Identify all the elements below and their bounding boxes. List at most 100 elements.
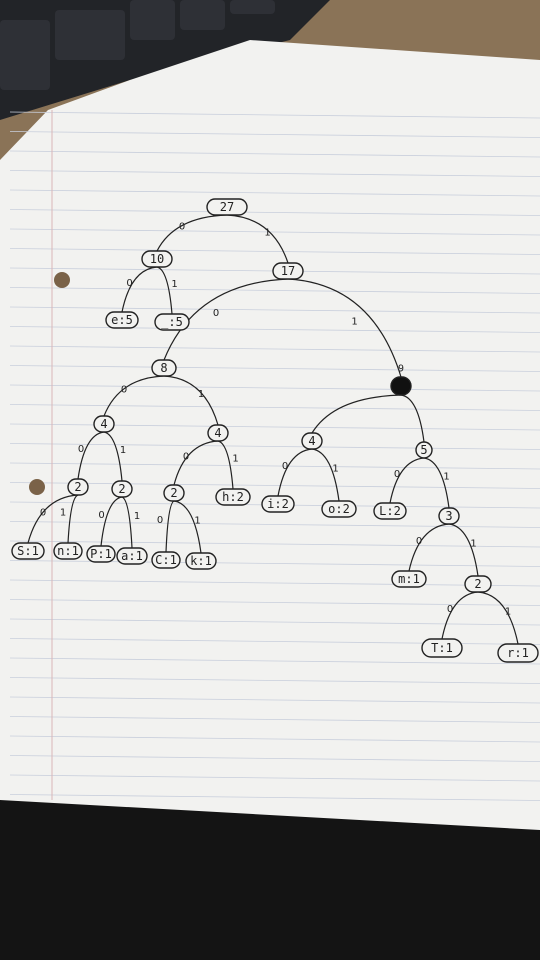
tree-edge <box>423 457 450 509</box>
ruled-line <box>9 579 540 587</box>
tree-node: 8 <box>151 359 177 377</box>
tree-node: 2 <box>163 484 185 502</box>
edge-label: 0 <box>183 452 189 463</box>
node-label: 17 <box>281 264 295 278</box>
node-outline <box>116 547 148 565</box>
node-outline <box>163 484 185 502</box>
tree-node: h:2 <box>215 488 251 506</box>
node-outline <box>206 198 248 216</box>
keyboard-key <box>0 20 50 90</box>
tree-edge <box>173 440 219 486</box>
node-outline <box>421 638 463 658</box>
edge-label: 1 <box>470 539 476 550</box>
tree-node: e:5 <box>105 311 139 329</box>
ruled-line <box>9 696 540 704</box>
edge-label: 1 <box>351 317 357 328</box>
edge-label: 1 <box>505 607 511 618</box>
tree-node: 5 <box>415 441 433 459</box>
ruled-line <box>9 170 540 177</box>
node-outline <box>154 313 190 331</box>
tree-edge <box>173 500 202 554</box>
tree-node: i:2 <box>261 495 295 513</box>
tree-edge <box>77 431 105 480</box>
tree-edge <box>400 394 425 443</box>
keyboard-key <box>180 0 225 30</box>
tree-edge <box>103 375 165 417</box>
tree-node: o:2 <box>321 500 357 518</box>
binder-hole <box>29 479 45 495</box>
node-outline <box>391 570 427 588</box>
ruled-line <box>9 794 540 801</box>
node-outline <box>464 575 492 593</box>
tree-node: 17 <box>272 262 304 280</box>
tree-node: T:1 <box>421 638 463 658</box>
ruled-line <box>9 482 540 489</box>
node-outline <box>321 500 357 518</box>
edge-label: 1 <box>443 472 449 483</box>
edge-label: 1 <box>264 228 270 239</box>
node-outline <box>86 545 116 563</box>
binder-hole <box>54 272 70 288</box>
node-outline <box>67 478 89 496</box>
edge-label: 0 <box>98 510 104 521</box>
tree-node: m:1 <box>391 570 427 588</box>
node-label: L:2 <box>379 504 401 518</box>
node-label: 5 <box>420 443 427 457</box>
ruled-line <box>9 287 540 294</box>
tree-node: 4 <box>301 432 323 450</box>
node-label: 27 <box>220 200 234 214</box>
node-outline <box>207 424 229 442</box>
node-outline <box>390 376 412 396</box>
dark-cloth <box>0 800 540 960</box>
node-outline <box>272 262 304 280</box>
node-outline <box>141 250 173 268</box>
edge-label: 0 <box>78 444 84 455</box>
ruled-line <box>9 365 540 372</box>
ruled-line <box>9 755 540 762</box>
tree-edge <box>121 266 158 313</box>
node-label: o:2 <box>328 502 350 516</box>
tree-edge <box>163 278 289 361</box>
node-label: S:1 <box>17 544 39 558</box>
ruled-line <box>9 677 540 684</box>
ruled-line <box>9 228 540 236</box>
node-label: 4 <box>100 417 107 431</box>
edge-label: 0 <box>40 508 46 519</box>
node-label: m:1 <box>398 572 420 586</box>
ruled-line <box>9 131 540 138</box>
tree-node: 4 <box>93 415 115 433</box>
ruled-line <box>9 716 540 723</box>
ruled-line <box>9 540 540 548</box>
tree-edge <box>217 440 234 490</box>
tree-edge <box>277 448 313 497</box>
node-label: k:1 <box>190 554 212 568</box>
node-outline <box>151 359 177 377</box>
tree-edge <box>156 266 173 315</box>
node-outline <box>438 507 460 525</box>
tree-node: 4 <box>207 424 229 442</box>
tree-node: 10 <box>141 250 173 268</box>
node-label: 2 <box>474 577 481 591</box>
edge-label: 1 <box>194 516 200 527</box>
tree-node: 3 <box>438 507 460 525</box>
node-label: r:1 <box>507 646 529 660</box>
node-label: h:2 <box>222 490 244 504</box>
ruled-line <box>9 326 540 333</box>
node-outline <box>111 480 133 498</box>
edge-label: 1 <box>198 389 204 400</box>
node-label: T:1 <box>431 641 453 655</box>
tree-edge <box>408 523 450 572</box>
tree-edge <box>100 496 123 547</box>
node-label: i:2 <box>267 497 289 511</box>
ruled-line <box>9 306 540 314</box>
ruled-line <box>9 345 540 353</box>
node-label: C:1 <box>155 553 177 567</box>
edge-label: 1 <box>120 445 126 456</box>
node-label: 2 <box>74 480 81 494</box>
node-outline <box>11 542 45 560</box>
tree-node: k:1 <box>185 552 217 570</box>
tree-node: 2 <box>67 478 89 496</box>
edge-label: 0 <box>213 308 219 319</box>
